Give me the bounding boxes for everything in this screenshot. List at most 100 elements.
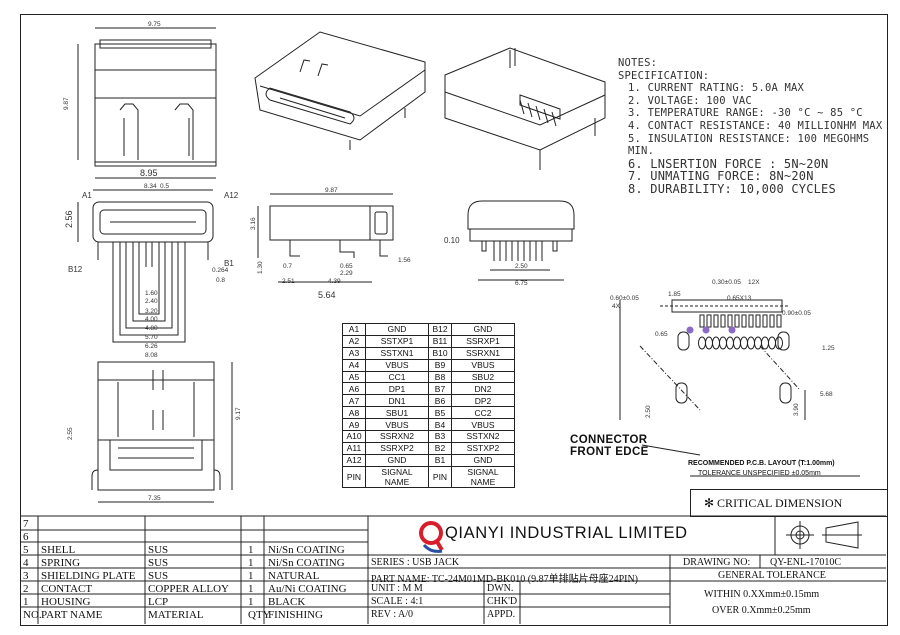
bom-material: LCP xyxy=(148,596,169,608)
drawing-no: QY-ENL-17010C xyxy=(770,557,842,568)
signal-name: VBUS xyxy=(451,418,515,432)
spec-item: 1. CURRENT RATING: 5.0A MAX xyxy=(628,82,805,95)
drawing-sheet-border xyxy=(20,14,888,626)
signal-name: CC2 xyxy=(451,406,515,420)
dim-top-height: 9.87 xyxy=(63,97,70,110)
general-tolerance-label: GENERAL TOLERANCE xyxy=(718,570,826,581)
dim-side-c: 2.29 xyxy=(340,270,353,277)
dim-bottom-h: 9.17 xyxy=(235,407,242,420)
signal-name: SSRXP2 xyxy=(365,441,429,455)
bom-no: 7 xyxy=(23,518,29,530)
dim-row-3: 4.00 xyxy=(145,316,158,323)
pcb-dim-11: 0.65 xyxy=(655,331,668,338)
signal-name: SSRXN1 xyxy=(451,346,515,360)
pcb-layout xyxy=(619,299,806,420)
pin-number: B6 xyxy=(428,394,452,408)
bom-no: 6 xyxy=(23,531,29,543)
bottom-view xyxy=(91,361,233,503)
dim-side-h: 3.16 xyxy=(250,217,257,230)
pcb-top-pad xyxy=(748,314,754,328)
bom-header-qty: QTY xyxy=(248,609,271,621)
spec-item: 5. INSULATION RESISTANCE: 100 MEGOHMS MI… xyxy=(628,132,870,158)
pcb-dim-1: 0.30±0.05 xyxy=(712,279,741,286)
side-view xyxy=(257,193,394,283)
pcb-top-pad xyxy=(776,314,782,328)
unit-field: UNIT : M M xyxy=(371,583,423,594)
signal-name: SSRXP1 xyxy=(451,334,515,348)
dim-front-height: 2.56 xyxy=(64,210,74,228)
bom-no: 1 xyxy=(23,596,29,608)
dim-top-bottom-width: 8.95 xyxy=(140,168,158,178)
pcb-top-pad xyxy=(769,314,775,328)
bom-qty: 1 xyxy=(248,583,254,595)
bom-qty: 1 xyxy=(248,557,254,569)
label-b1: B1 xyxy=(224,259,234,268)
bom-header-material: MATERIAL xyxy=(148,609,204,621)
dim-row-2: 3.20 xyxy=(145,308,158,315)
bom-qty: 1 xyxy=(248,596,254,608)
pcb-top-pad xyxy=(755,314,761,328)
projection-symbol-icon xyxy=(786,521,862,549)
dim-row-0: 1.60 xyxy=(145,290,158,297)
pcb-top-pad xyxy=(727,314,733,328)
appd-label: APPD. xyxy=(487,609,516,620)
pcb-top-pad xyxy=(720,314,726,328)
spec-item: 7. UNMATING FORCE: 8N~20N xyxy=(628,169,814,184)
bom-name: SHELL xyxy=(41,544,76,556)
pcb-top-pad xyxy=(713,314,719,328)
spec-item: 6. LNSERTION FORCE : 5N~20N xyxy=(628,156,829,171)
spec-item: 3. TEMPERATURE RANGE: -30 °C ~ 85 °C xyxy=(628,107,863,120)
signal-name: DP1 xyxy=(365,382,429,396)
series-field: SERIES : USB JACK xyxy=(371,557,460,568)
bom-material: COPPER ALLOY xyxy=(148,583,229,595)
dim-front-width: 8.34 xyxy=(144,183,157,190)
pcb-dim-6: 1.25 xyxy=(822,345,835,352)
bom-name: SPRING xyxy=(41,557,81,569)
dim-rear-b: 6.75 xyxy=(515,280,528,287)
company-name: QIANYI INDUSTRIAL LIMITED xyxy=(445,524,688,542)
label-a12: A12 xyxy=(224,191,239,200)
iso-view-rear xyxy=(444,47,606,170)
dim-bottom-h2: 2.55 xyxy=(67,427,74,440)
dim-front-pin-w: 0.264 xyxy=(212,267,229,274)
tolerance-within: WITHIN 0.XXmm±0.15mm xyxy=(704,589,820,600)
signal-name: SSTXN2 xyxy=(451,430,515,443)
pin-number: B2 xyxy=(428,441,452,455)
bom-name: HOUSING xyxy=(41,596,91,608)
pcb-bottom-pad xyxy=(775,336,783,350)
pcb-layout-tolerance: TOLERANCE UNSPECIFIED ±0.05mm xyxy=(698,470,821,477)
pcb-dim-12: 1.85 xyxy=(668,291,681,298)
bom-no: 2 xyxy=(23,583,29,595)
pcb-top-pad xyxy=(741,314,747,328)
front-view xyxy=(77,189,214,343)
signal-name: VBUS xyxy=(451,358,515,372)
signal-name: SSRXN2 xyxy=(365,430,429,443)
pin-number: B3 xyxy=(428,430,452,443)
pcb-dim-5: 0.65X13 xyxy=(727,295,752,302)
bom-material: SUS xyxy=(148,570,169,582)
signal-name: SIGNAL NAME xyxy=(365,465,429,488)
bom-finish: Au/Ni COATING xyxy=(268,583,347,595)
dim-row-5: 5.70 xyxy=(145,334,158,341)
drawing-no-label: DRAWING NO: xyxy=(683,557,751,568)
iso-view-front xyxy=(254,31,426,150)
tolerance-over: OVER 0.Xmm±0.25mm xyxy=(712,605,811,616)
dim-row-7: 8.08 xyxy=(145,352,158,359)
pin-number: A1 xyxy=(342,323,366,336)
signal-name: DP2 xyxy=(451,394,515,408)
pcb-dim-8: 3.90 xyxy=(793,403,800,416)
pcb-via xyxy=(728,326,736,334)
dim-side-d: 4.39 xyxy=(328,278,341,285)
dim-side-b: 0.65 xyxy=(340,263,353,270)
dim-side-total: 5.64 xyxy=(318,290,336,300)
dim-rear-a: 2.50 xyxy=(515,263,528,270)
